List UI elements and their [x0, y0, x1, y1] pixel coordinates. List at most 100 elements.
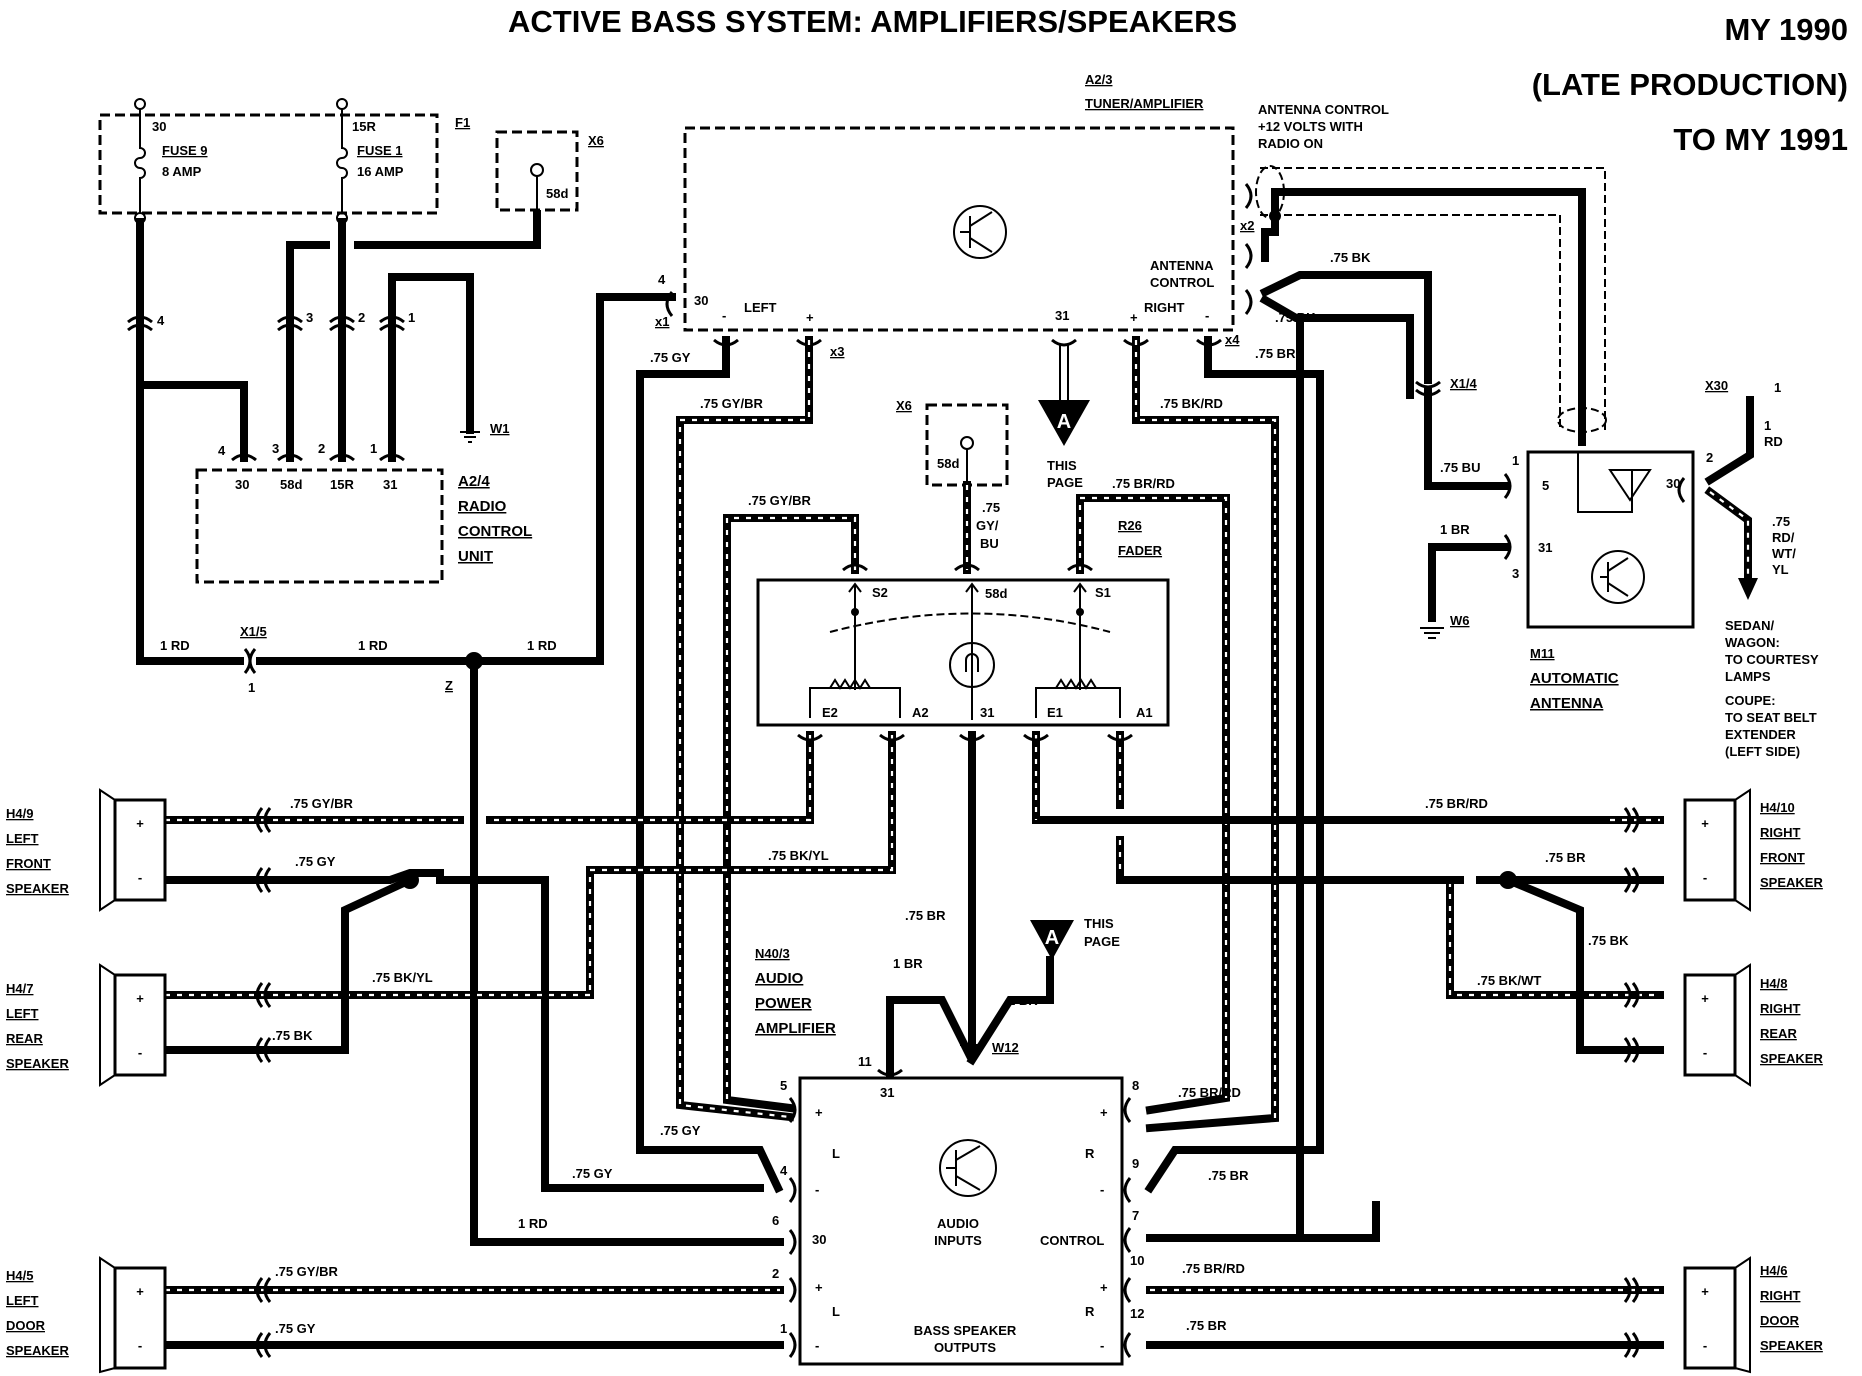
wire-amp8: .75 BR/RD: [1178, 1085, 1241, 1100]
amp-pin-12: 12: [1130, 1306, 1144, 1321]
radio-control-unit: 30 58d 15R 31 A2/4 RADIO CONTROL UNIT: [195, 468, 532, 584]
wire-rd-mid: 1 RD: [358, 638, 388, 653]
wire-br-ant: 1 BR: [1440, 522, 1470, 537]
svg-text:+: +: [136, 1284, 144, 1299]
tuner-transistor-icon: [953, 205, 1007, 259]
main-wiring: A THIS PAGE W12 11: [136, 293, 1664, 1349]
speaker-ld-line-1: LEFT: [6, 1293, 39, 1308]
speaker-left-door[interactable]: + - H4/5 LEFT DOOR SPEAKER: [6, 1256, 167, 1374]
tuner-left-minus: -: [722, 308, 726, 323]
automatic-antenna: M11 AUTOMATIC ANTENNA 5 30 31 1 2 3: [1512, 450, 1713, 712]
wire-bkrd: .75 BK/RD: [1160, 396, 1223, 411]
fuse-1-symbol: [336, 109, 348, 213]
amp-inner-r-1: R: [1085, 1146, 1095, 1161]
x6-top-pin: 58d: [546, 186, 568, 201]
courtesy-note-5: COUPE:: [1725, 693, 1776, 708]
wire-lf-neg: .75 GY: [295, 854, 336, 869]
antenna-wire-3: 3: [1512, 566, 1519, 581]
speaker-right-door[interactable]: + - H4/6 RIGHT DOOR SPEAKER: [1683, 1256, 1823, 1374]
wire-bu-ant: .75 BU: [1440, 460, 1480, 475]
wire-amp4: .75 GY: [572, 1166, 613, 1181]
courtesy-note: SEDAN/ WAGON: TO COURTESY LAMPS COUPE: T…: [1725, 618, 1819, 759]
fader-name: FADER: [1118, 543, 1163, 558]
wire-gybr-x3: .75 GY/BR: [700, 396, 763, 411]
ref-a-top-line-1: THIS: [1047, 458, 1077, 473]
amp-inner-l-1: L: [832, 1146, 840, 1161]
amp-inner-r-2: R: [1085, 1304, 1095, 1319]
fuse-9-terminal: 30: [152, 119, 166, 134]
wire-num-1: 1: [408, 310, 415, 325]
wire-num-3b: 3: [272, 441, 279, 456]
courtesy-note-1: SEDAN/: [1725, 618, 1775, 633]
courtesy-note-8: (LEFT SIDE): [1725, 744, 1800, 759]
tuner-right-plus: +: [1130, 310, 1138, 325]
amp-inner-plus-1: +: [815, 1105, 823, 1120]
speaker-right-front[interactable]: + - H4/10 RIGHT FRONT SPEAKER: [1683, 788, 1823, 912]
wire-rd-amp: 1 RD: [518, 1216, 548, 1231]
wire-br-1: 1 BR: [893, 956, 923, 971]
speaker-left-front[interactable]: + - H4/9 LEFT FRONT SPEAKER: [6, 788, 167, 912]
model-year-line-3: TO MY 1991: [1673, 122, 1848, 157]
fader-pin-e2: E2: [822, 705, 838, 720]
amp-pin-11: 10: [1130, 1253, 1144, 1268]
speaker-left-rear[interactable]: + - H4/7 LEFT REAR SPEAKER: [6, 963, 167, 1087]
wire-rd-x30-1: 1: [1764, 418, 1771, 433]
speaker-rr-line-3: SPEAKER: [1760, 1051, 1823, 1066]
svg-text:+: +: [1701, 816, 1709, 831]
courtesy-note-2: WAGON:: [1725, 635, 1780, 650]
amp-pin-2: 2: [772, 1266, 779, 1281]
tuner-name: TUNER/AMPLIFIER: [1085, 96, 1204, 111]
tuner-x4: x4: [1225, 332, 1240, 347]
wire-rd-pos: .75 BR/RD: [1182, 1261, 1245, 1276]
tuner-x3: x3: [830, 344, 844, 359]
courtesy-note-4: LAMPS: [1725, 669, 1771, 684]
speaker-right-rear[interactable]: + - H4/8 RIGHT REAR SPEAKER: [1683, 963, 1823, 1087]
wire-rd-right: 1 RD: [527, 638, 557, 653]
wire-rdwtyl-2: RD/: [1772, 530, 1795, 545]
tuner-left-plus: +: [806, 310, 814, 325]
fader-r26: R26 FADER S2 58d S1 E2 A2 31 E1 A1: [756, 518, 1170, 727]
tuner-x2: x2: [1240, 218, 1254, 233]
wire-rd-neg: .75 BR: [1186, 1318, 1227, 1333]
svg-text:-: -: [138, 1045, 142, 1060]
antenna-aerial-icon: [1577, 452, 1652, 513]
antenna-note-1: ANTENNA CONTROL: [1258, 102, 1389, 117]
amp-audio-inputs-1: AUDIO: [937, 1216, 979, 1231]
amp-pin-1: 1: [780, 1321, 787, 1336]
wire-br-x4: .75 BR: [1255, 346, 1296, 361]
wire-num-4b: 4: [218, 443, 226, 458]
amp-bass-outputs-1: BASS SPEAKER: [914, 1323, 1017, 1338]
fader-pin-a2: A2: [912, 705, 929, 720]
tuner-right-minus: -: [1205, 308, 1209, 323]
antenna-pin-31: 31: [1538, 540, 1552, 555]
ref-marker-a-top: A THIS PAGE: [1038, 345, 1090, 490]
amp-inner-30: 30: [812, 1232, 826, 1247]
wire-num-2: 2: [358, 310, 365, 325]
wire-num-1b: 1: [370, 441, 377, 456]
radio-control-wires: 4 3 2 1 4 3 2 1: [127, 210, 541, 462]
wire-rdwtyl-4: YL: [1772, 562, 1789, 577]
connector-x6-mid: X6 58d: [896, 398, 1009, 487]
connector-x30-pin: 1: [1774, 380, 1781, 395]
fuse-1-rating: 16 AMP: [357, 164, 404, 179]
tuner-pin-31: 31: [1055, 308, 1069, 323]
amp-inner-minus-4: -: [1100, 1338, 1104, 1353]
wire-lf-pos: .75 GY/BR: [290, 796, 353, 811]
courtesy-note-7: EXTENDER: [1725, 727, 1796, 742]
speaker-ld-line-3: SPEAKER: [6, 1343, 69, 1358]
antenna-note-3: RADIO ON: [1258, 136, 1323, 151]
speaker-ld-ref: H4/5: [6, 1268, 33, 1283]
speaker-rr-line-2: REAR: [1760, 1026, 1797, 1041]
wire-ld-neg: .75 GY: [275, 1321, 316, 1336]
wire-bk-right: .75 BK: [1275, 310, 1316, 325]
wire-rdwtyl-1: .75: [1772, 514, 1790, 529]
ref-a-top-letter: A: [1057, 411, 1071, 433]
wire-br-gnd: .75 BR: [905, 908, 946, 923]
wire-gybu-1: .75: [982, 500, 1000, 515]
tuner-amplifier: A2/3 TUNER/AMPLIFIER ANTENNA CONTROL +12…: [655, 72, 1389, 359]
fader-ref: R26: [1118, 518, 1142, 533]
wire-num-3: 3: [306, 310, 313, 325]
wire-gybr-s2: .75 GY/BR: [748, 493, 811, 508]
wire-bk-rf: .75 BK: [1588, 933, 1629, 948]
